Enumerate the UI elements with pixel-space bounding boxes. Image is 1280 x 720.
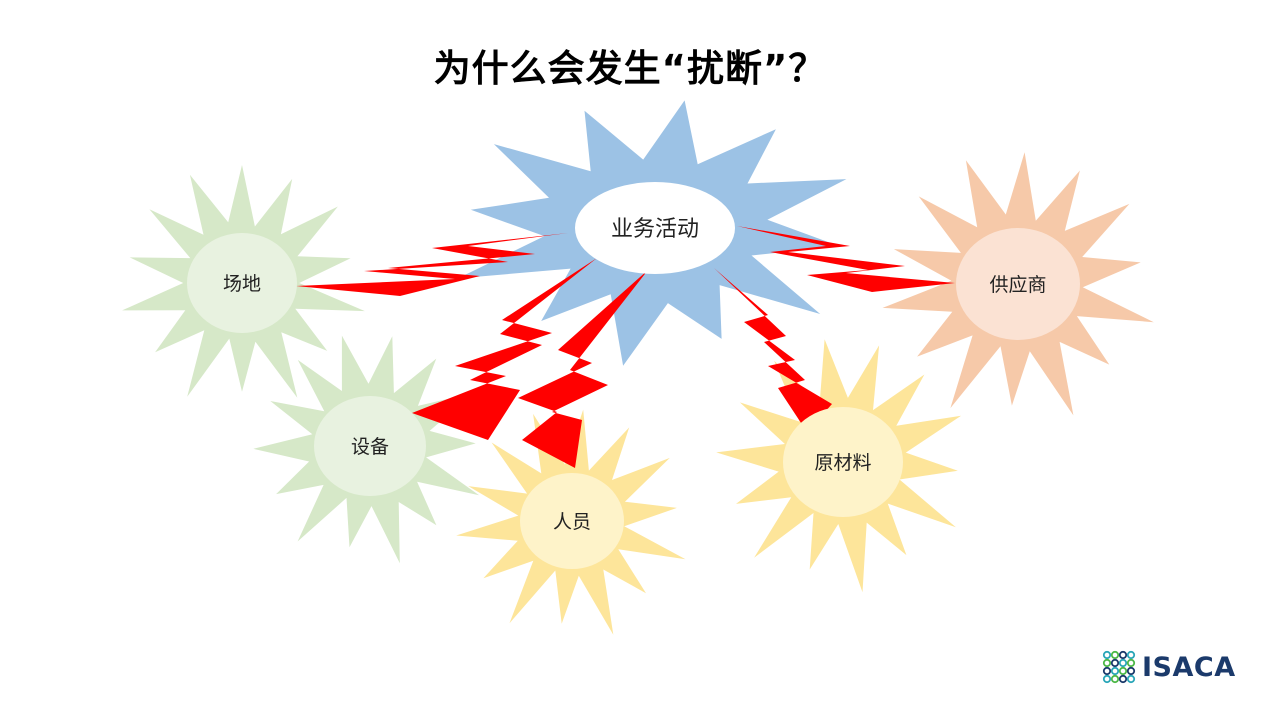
- logo-dot: [1110, 650, 1120, 660]
- materials-label: 原材料: [814, 452, 871, 474]
- logo-dot: [1102, 658, 1112, 668]
- site-label: 场地: [223, 273, 261, 295]
- center-label: 业务活动: [611, 217, 699, 242]
- personnel-disc: [520, 473, 624, 569]
- bolts-layer: [296, 226, 955, 468]
- logo-dot: [1102, 650, 1112, 660]
- bolt-to-materials: [714, 268, 832, 432]
- isaca-logo-mark-icon: [1102, 650, 1136, 684]
- logo-dot: [1126, 674, 1136, 684]
- isaca-logo: ISACA: [1102, 650, 1242, 686]
- bolt-to-equipment: [412, 258, 597, 440]
- logo-dot: [1118, 666, 1128, 676]
- logo-dot: [1110, 658, 1120, 668]
- logo-dot: [1102, 666, 1112, 676]
- supplier-disc: [956, 228, 1080, 340]
- logo-dot: [1110, 666, 1120, 676]
- supplier-label: 供应商: [989, 274, 1046, 296]
- logo-dot: [1118, 658, 1128, 668]
- equipment-disc: [314, 396, 426, 496]
- logo-dot: [1126, 658, 1136, 668]
- bursts-layer: [122, 100, 1154, 635]
- logo-dot: [1126, 650, 1136, 660]
- bolt-to-personnel: [518, 270, 648, 468]
- logo-dot: [1102, 674, 1112, 684]
- logo-dot: [1110, 674, 1120, 684]
- discs-layer: [187, 182, 1080, 569]
- materials-disc: [783, 407, 903, 517]
- logo-dot: [1126, 666, 1136, 676]
- slide-title: 为什么会发生“扰断”？: [433, 47, 827, 90]
- bolt-to-site: [296, 233, 568, 296]
- bolt-to-supplier: [737, 226, 955, 292]
- isaca-logo-text: ISACA: [1142, 652, 1236, 683]
- logo-dot: [1118, 674, 1128, 684]
- logo-dot: [1118, 650, 1128, 660]
- site-disc: [187, 233, 297, 333]
- personnel-label: 人员: [553, 511, 591, 533]
- center-disc: [575, 182, 735, 274]
- equipment-label: 设备: [351, 436, 389, 458]
